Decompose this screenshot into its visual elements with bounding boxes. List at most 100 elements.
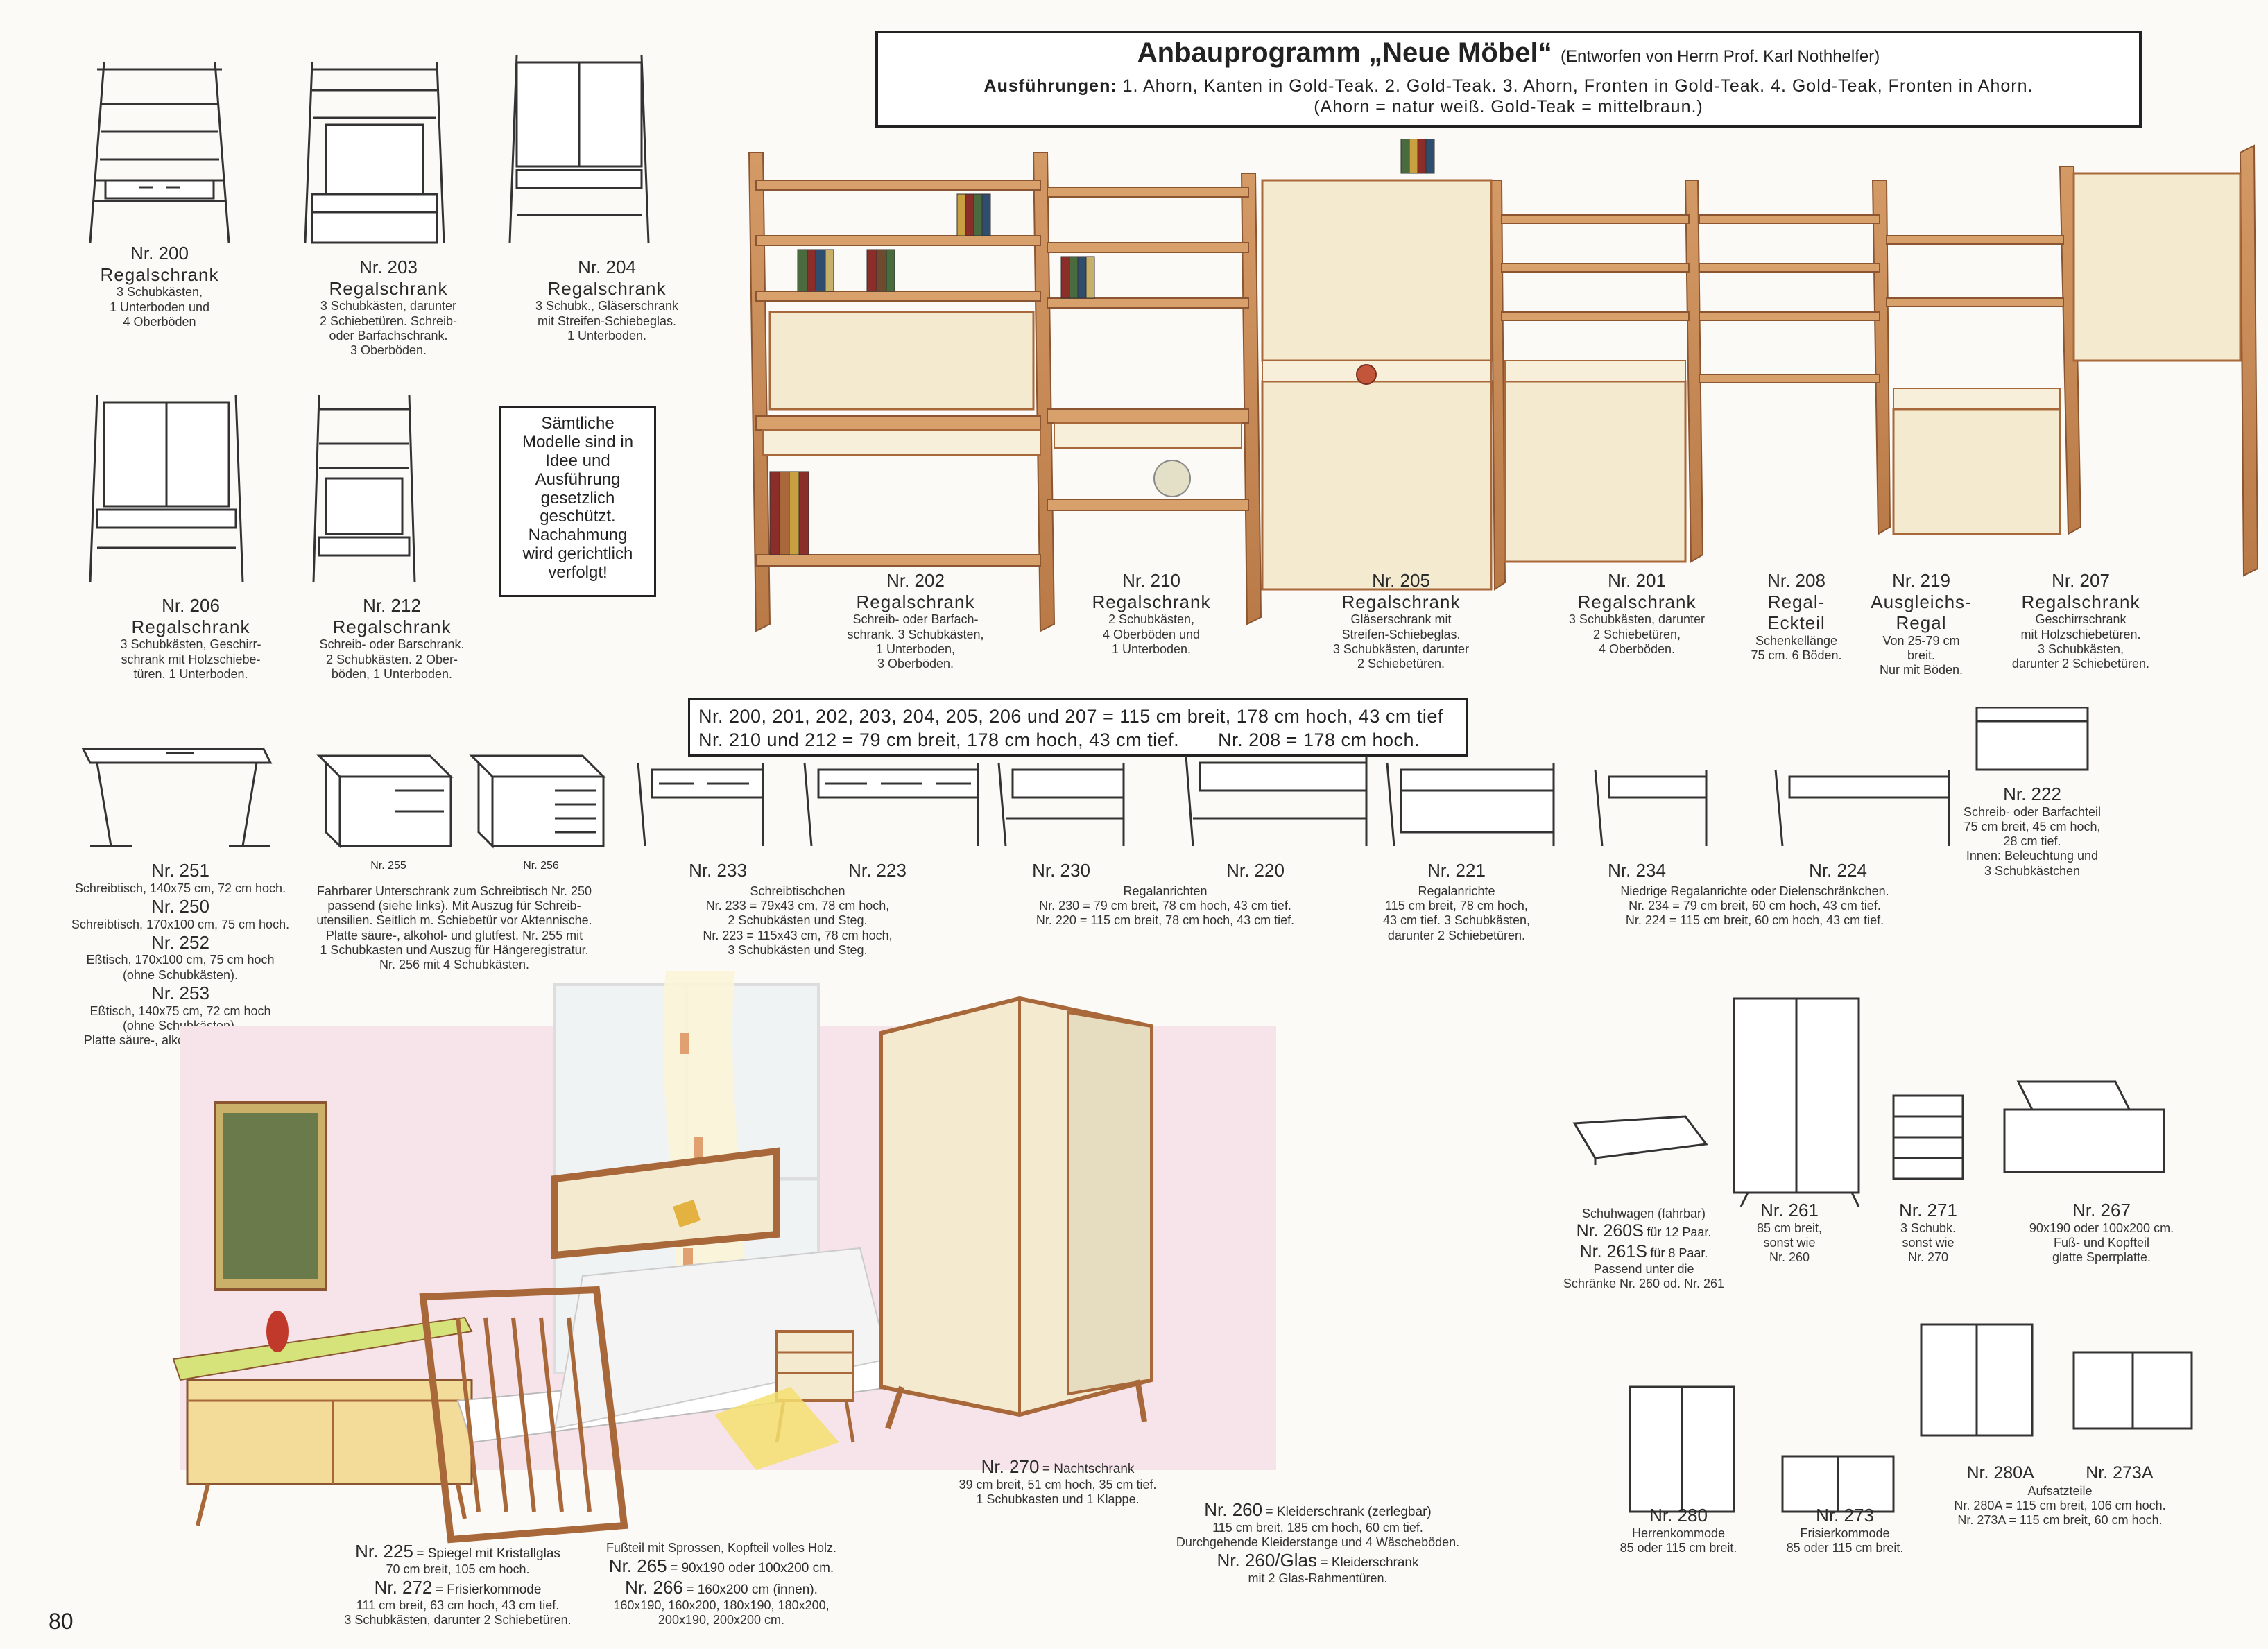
nr-280a: Nr. 280A — [1966, 1463, 2034, 1483]
desc-260-glas: = Kleiderschrank — [1320, 1555, 1419, 1571]
sketch-203 — [304, 62, 445, 244]
desc-206: 3 Schubkästen, Geschirr- schrank mit Hol… — [120, 637, 261, 681]
label-270: Nr. 270 = Nachtschrank 39 cm breit, 51 c… — [943, 1456, 1172, 1507]
nr-202: Nr. 202 — [886, 570, 945, 591]
name-207: Regalschrank — [2021, 591, 2140, 612]
desc-272: = Frisierkommode — [435, 1582, 542, 1597]
nr-252: Nr. 252 — [151, 931, 209, 953]
label-280: Nr. 280 Herrenkommode 85 oder 115 cm bre… — [1595, 1505, 1762, 1555]
desc-234: Niedrige Regalanrichte oder Dielenschrän… — [1620, 884, 1889, 928]
label-201: Nr. 201 Regalschrank 3 Schubkästen, daru… — [1540, 570, 1734, 657]
nr-273: Nr. 273 — [1816, 1505, 1874, 1526]
desc-233-223: Schreibtischchen Nr. 233 = 79x43 cm, 78 … — [666, 884, 929, 958]
nr-255: Nr. 255 — [370, 860, 406, 872]
desc-aufsatz: Aufsatzteile — [2027, 1483, 2093, 1498]
desc-200: 3 Schubkästen, 1 Unterboden und 4 Oberbö… — [109, 285, 210, 329]
name-201: Regalschrank — [1577, 591, 1696, 612]
nr-206: Nr. 206 — [162, 595, 220, 616]
label-219: Nr. 219 Ausgleichs- Regal Von 25-79 cm b… — [1859, 570, 1984, 678]
label-203: Nr. 203 Regalschrank 3 Schubkästen, daru… — [295, 257, 482, 358]
desc-212: Schreib- oder Barschrank. 2 Schubkästen.… — [319, 637, 465, 681]
desc-267: 90x190 oder 100x200 cm. Fuß- und Kopftei… — [2029, 1220, 2174, 1265]
finishes-label: Ausführungen: — [983, 76, 1117, 96]
desc-205: Gläserschrank mit Streifen-Schiebeglas. … — [1332, 612, 1470, 671]
nr-219: Nr. 219 — [1892, 570, 1950, 591]
bedroom-illustration — [172, 971, 1276, 1544]
desc-271: 3 Schubk. sonst wie Nr. 270 — [1900, 1220, 1957, 1265]
nr-208: Nr. 208 — [1767, 570, 1825, 591]
sketch-221 — [1386, 762, 1555, 847]
nr-221: Nr. 221 — [1427, 860, 1486, 881]
nr-261: Nr. 261 — [1760, 1200, 1819, 1220]
desc-265: = 90x190 oder 100x200 cm. — [670, 1561, 834, 1576]
name-200: Regalschrank — [100, 264, 219, 285]
nr-201: Nr. 201 — [1608, 570, 1666, 591]
desc-225: = Spiegel mit Kristallglas — [416, 1546, 560, 1561]
catalog-title: Anbauprogramm „Neue Möbel“ — [1137, 37, 1552, 68]
name-206: Regalschrank — [131, 616, 250, 637]
nr-272: Nr. 272 — [374, 1576, 433, 1598]
nr-256: Nr. 256 — [523, 860, 559, 872]
sketch-224 — [1774, 769, 1950, 847]
nr-225: Nr. 225 — [355, 1541, 413, 1562]
desc-202: Schreib- oder Barfach- schrank. 3 Schubk… — [847, 612, 984, 671]
nr-250: Nr. 250 — [151, 895, 209, 917]
label-267: Nr. 267 90x190 oder 100x200 cm. Fuß- und… — [2011, 1200, 2192, 1265]
label-207: Nr. 207 Regalschrank Geschirrschrank mit… — [1984, 570, 2178, 671]
desc-252: Eßtisch, 170x100 cm, 75 cm hoch (ohne Sc… — [86, 953, 275, 982]
nr-251: Nr. 251 — [151, 860, 209, 881]
desc-250: Schreibtisch, 170x100 cm, 75 cm hoch. — [71, 917, 290, 931]
nr-220: Nr. 220 — [1226, 860, 1285, 881]
wall-unit-illustration — [748, 139, 2259, 632]
nr-266: Nr. 266 — [625, 1576, 683, 1598]
name-203: Regalschrank — [329, 277, 448, 299]
sketch-280 — [1629, 1385, 1735, 1513]
sketch-220 — [1185, 755, 1368, 847]
label-208: Nr. 208 Regal- Eckteil Schenkellänge 75 … — [1734, 570, 1859, 663]
label-202: Nr. 202 Regalschrank Schreib- oder Barfa… — [818, 570, 1013, 671]
desc-260s: für 12 Paar. — [1647, 1225, 1712, 1240]
label-222: Nr. 222 Schreib- oder Barfachteil 75 cm … — [1942, 784, 2122, 879]
sketch-251 — [81, 748, 273, 847]
dimensions-line-2: Nr. 210 und 212 = 79 cm breit, 178 cm ho… — [698, 729, 1420, 750]
dimensions-line-1: Nr. 200, 201, 202, 203, 204, 205, 206 un… — [698, 706, 1443, 727]
sketch-256 — [469, 754, 606, 849]
desc-251: Schreibtisch, 140x75 cm, 72 cm hoch. — [74, 881, 286, 895]
sketch-271 — [1892, 1094, 1964, 1180]
label-260: Nr. 260 = Kleiderschrank (zerlegbar) 115… — [1172, 1499, 1463, 1586]
desc-219: Von 25-79 cm breit. Nur mit Böden. — [1879, 634, 1964, 677]
desc-230: Regalanrichten Nr. 230 = 79 cm breit, 78… — [1036, 884, 1295, 928]
shelf-sketches-mid — [89, 395, 416, 583]
bed-intro: Fußteil mit Sprossen, Kopfteil volles Ho… — [605, 1541, 837, 1555]
nr-204: Nr. 204 — [578, 257, 636, 277]
desc-266: = 160x200 cm (innen). — [686, 1582, 818, 1597]
nr-205: Nr. 205 — [1372, 570, 1430, 591]
nr-222: Nr. 222 — [2003, 784, 2061, 804]
sketch-233 — [637, 762, 764, 847]
desc-shoe-note: Passend unter die Schränke Nr. 260 od. N… — [1563, 1262, 1725, 1291]
finishes-note: (Ahorn = natur weiß. Gold-Teak = mittelb… — [1314, 97, 1703, 116]
page-number: 80 — [49, 1609, 74, 1634]
desc-221: Regalanrichte 115 cm breit, 78 cm hoch, … — [1382, 884, 1531, 942]
desc-255: Fahrbarer Unterschrank zum Schreibtisch … — [316, 884, 592, 972]
label-212: Nr. 212 Regalschrank Schreib- oder Barsc… — [298, 595, 486, 682]
nr-224: Nr. 224 — [1809, 860, 1867, 881]
sketch-230 — [997, 762, 1125, 847]
name-204: Regalschrank — [547, 277, 667, 299]
nr-260s: Nr. 260S — [1576, 1221, 1644, 1241]
catalog-title-box: Anbauprogramm „Neue Möbel“ (Entworfen vo… — [875, 31, 2142, 128]
desc-260-b: 115 cm breit, 185 cm hoch, 60 cm tief. D… — [1176, 1520, 1460, 1549]
desc-261s: für 8 Paar. — [1650, 1245, 1708, 1260]
nr-260-glas: Nr. 260/Glas — [1217, 1550, 1317, 1571]
name-219: Ausgleichs- Regal — [1871, 591, 1972, 634]
sketch-255 — [316, 754, 454, 849]
name-202: Regalschrank — [856, 591, 975, 612]
finishes-list: 1. Ahorn, Kanten in Gold-Teak. 2. Gold-T… — [1122, 76, 2034, 96]
sketch-261 — [1733, 997, 1860, 1207]
copyright-notice-box: Sämtliche Modelle sind in Idee und Ausfü… — [499, 406, 656, 597]
nr-230: Nr. 230 — [1032, 860, 1090, 881]
desc-261: 85 cm breit, sonst wie Nr. 260 — [1756, 1220, 1823, 1265]
nr-200: Nr. 200 — [130, 243, 189, 264]
label-205: Nr. 205 Regalschrank Gläserschrank mit S… — [1304, 570, 1498, 671]
name-212: Regalschrank — [332, 616, 452, 637]
